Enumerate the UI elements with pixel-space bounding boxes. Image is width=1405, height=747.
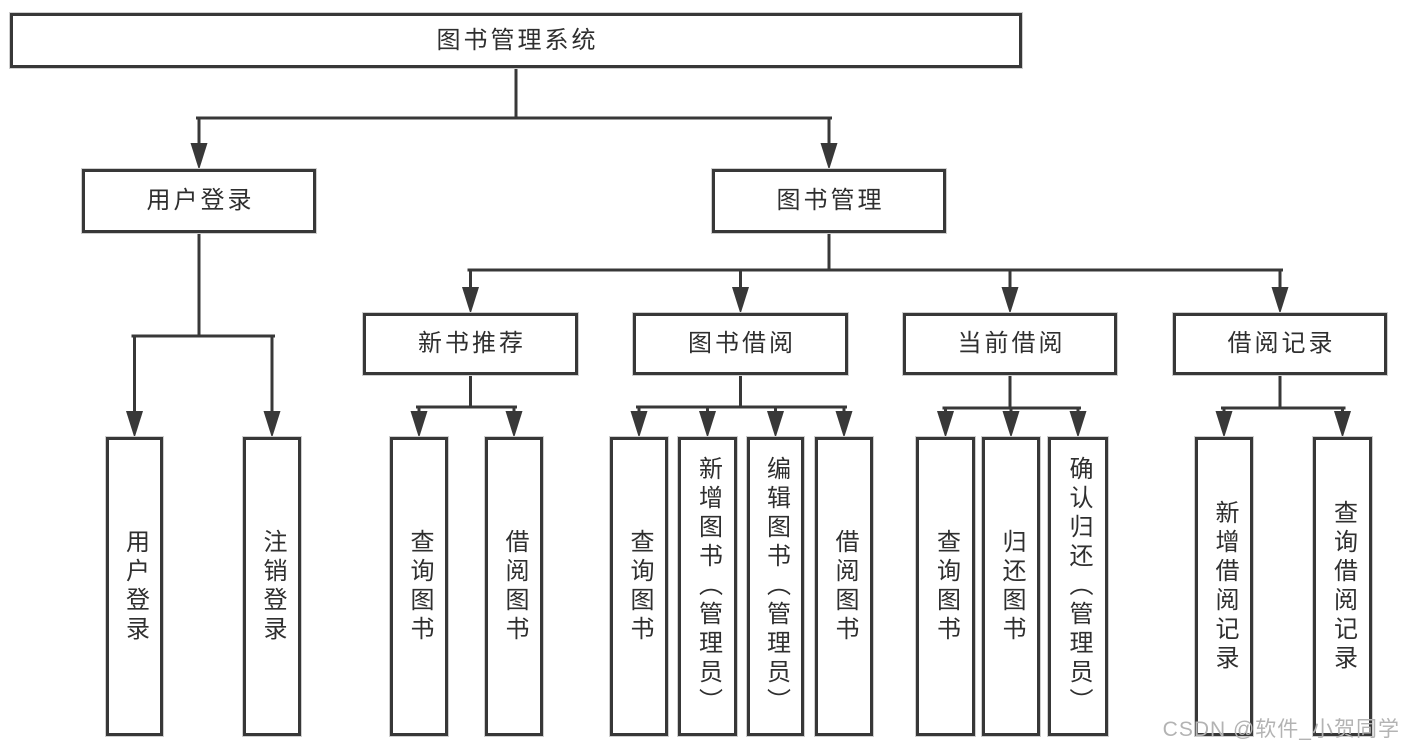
leaf-edit-books-admin: 编辑图书（管理员） (747, 437, 804, 736)
leaf-borrow-books-recommend: 借阅图书 (485, 437, 543, 736)
watermark: CSDN @软件_小贺同学 (1162, 718, 1400, 741)
leaf-query-books-current: 查询图书 (916, 437, 975, 736)
node-book-borrowing: 图书借阅 (633, 313, 848, 375)
node-borrowing-records: 借阅记录 (1173, 313, 1387, 375)
leaf-borrow-books-borrowing: 借阅图书 (815, 437, 873, 736)
leaf-return-books: 归还图书 (982, 437, 1040, 736)
leaf-confirm-return-admin: 确认归还（管理员） (1048, 437, 1108, 736)
leaf-query-books-recommend: 查询图书 (390, 437, 448, 736)
leaf-add-books-admin: 新增图书（管理员） (678, 437, 737, 736)
leaf-logout: 注销登录 (243, 437, 301, 736)
node-book-management: 图书管理 (712, 169, 946, 233)
node-new-book-recommendation: 新书推荐 (363, 313, 578, 375)
leaf-add-borrow-record: 新增借阅记录 (1195, 437, 1253, 736)
leaf-query-borrow-record: 查询借阅记录 (1313, 437, 1372, 736)
node-library-system: 图书管理系统 (10, 13, 1022, 68)
node-current-borrowing: 当前借阅 (903, 313, 1117, 375)
leaf-query-books-borrowing: 查询图书 (610, 437, 668, 736)
leaf-user-login: 用户登录 (106, 437, 163, 736)
node-user-login: 用户登录 (82, 169, 316, 233)
